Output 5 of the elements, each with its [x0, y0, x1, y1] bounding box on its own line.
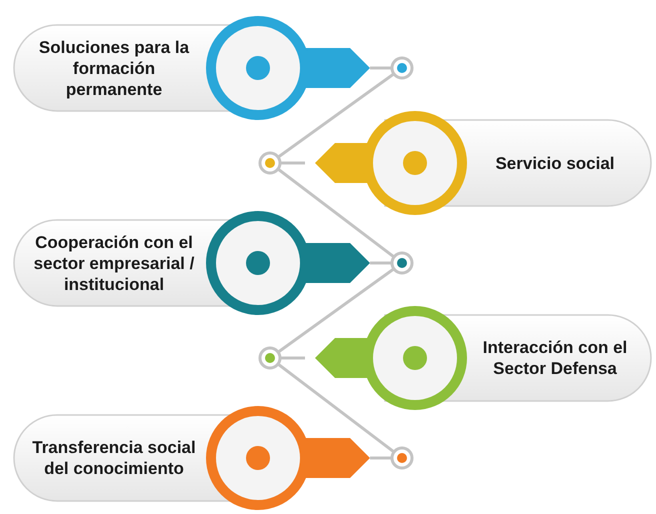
item-text: Transferencia social del conocimiento [31, 437, 197, 479]
item-text: Cooperación con el sector empresarial / institucional [32, 232, 196, 294]
item-text: Servicio social [494, 152, 616, 174]
item-text: Interacción con el Sector Defensa [482, 337, 628, 379]
item-text: Soluciones para la formación permanente [38, 36, 190, 100]
